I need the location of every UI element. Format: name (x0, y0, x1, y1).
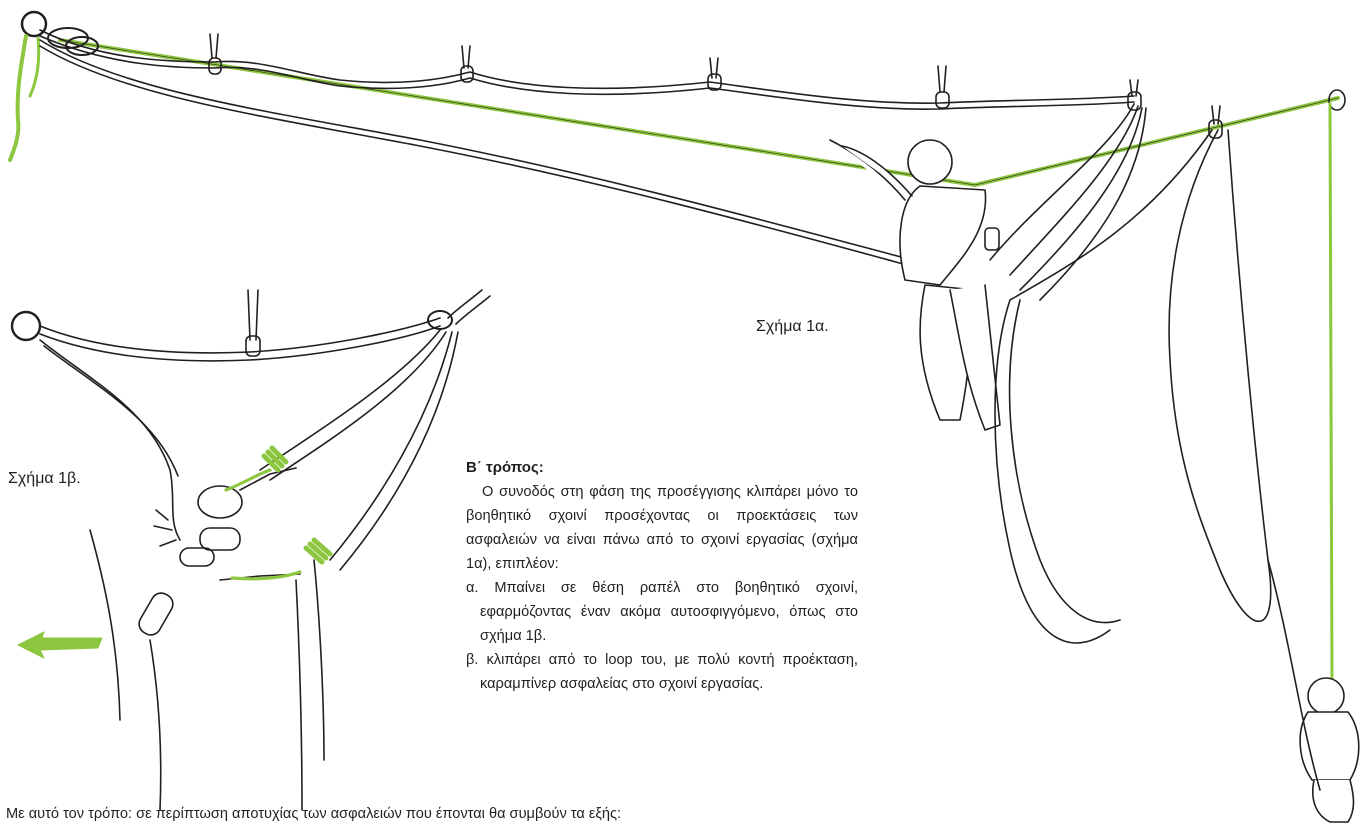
figure-1a-caption: Σχήμα 1α. (756, 318, 829, 336)
method-b-article: Β΄ τρόπος: Ο συνοδός στη φάση της προσέγ… (466, 456, 858, 696)
article-heading: Β΄ τρόπος: (466, 456, 858, 480)
auxiliary-rope (40, 30, 1134, 103)
figure-1b (12, 290, 490, 810)
article-paragraph: Ο συνοδός στη φάση της προσέγγισης κλιπά… (466, 480, 858, 576)
step-item: β. κλιπάρει από το loop του, με πολύ κον… (466, 648, 858, 696)
casualty-figure (1300, 678, 1359, 822)
footer-text: Με αυτό τον τρόπο: σε περίπτωση αποτυχία… (6, 806, 621, 822)
steps-list: α. Μπαίνει σε θέση ραπέλ στο βοηθητικό σ… (466, 576, 858, 696)
figure-1b-caption: Σχήμα 1β. (8, 470, 81, 488)
figure-1a (10, 12, 1359, 822)
step-item: α. Μπαίνει σε θέση ραπέλ στο βοηθητικό σ… (466, 576, 858, 648)
direction-arrow-left-icon (18, 632, 102, 658)
